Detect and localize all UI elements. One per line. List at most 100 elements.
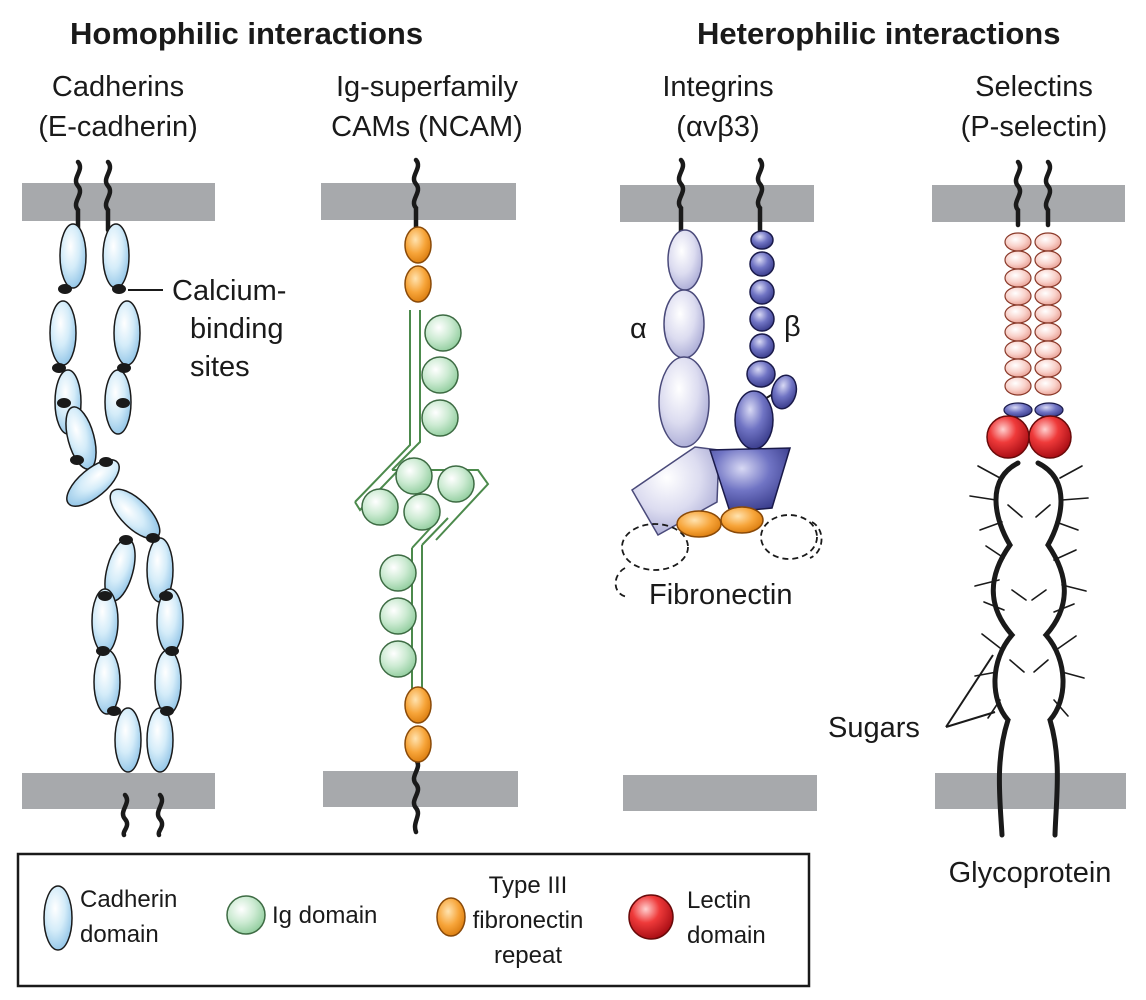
lectin-domain xyxy=(986,415,1030,459)
sugar-chain xyxy=(974,579,1000,587)
cadherin-tail xyxy=(73,159,83,233)
homophilic-header: Homophilic interactions xyxy=(70,16,423,51)
integrin-alpha-domain xyxy=(667,229,703,291)
sugar-chain xyxy=(1053,549,1077,561)
legend-lectin-icon xyxy=(628,894,674,940)
selectin-dimer xyxy=(945,159,1089,838)
calcium-binding-site xyxy=(160,706,174,716)
legend-fibronectin-icon xyxy=(436,897,466,937)
cadherins-subtitle: (E-cadherin) xyxy=(38,111,198,143)
sugar-chain xyxy=(977,465,1001,479)
selectin-egf-domain xyxy=(1034,402,1064,418)
selectin-repeat xyxy=(1034,358,1062,378)
calcium-label-line3: sites xyxy=(190,351,250,383)
cadherin-domain xyxy=(113,300,141,366)
ncam-tail xyxy=(411,757,421,835)
legend-lectin-line1: Lectin xyxy=(687,887,751,914)
calcium-binding-site xyxy=(57,398,71,408)
ncam-dimer xyxy=(354,157,490,835)
ncam-backbone xyxy=(392,469,490,541)
calcium-binding-site xyxy=(112,284,126,294)
integrin-alpha-domain xyxy=(663,289,705,359)
sugar-chain xyxy=(985,545,1005,559)
calcium-binding-site xyxy=(165,646,179,656)
selectin-repeat xyxy=(1004,322,1032,342)
legend-fibronectin-line3: repeat xyxy=(494,942,562,969)
selectin-repeat xyxy=(1034,340,1062,360)
integrin-beta-domain xyxy=(770,374,798,410)
ig-domain xyxy=(424,314,462,352)
sugar-chain xyxy=(987,699,1001,719)
calcium-binding-site xyxy=(98,591,112,601)
sugar-chain xyxy=(981,633,1001,649)
integrin-beta-headpiece xyxy=(708,447,792,513)
calcium-binding-site xyxy=(70,455,84,465)
selectin-repeat xyxy=(1004,232,1032,252)
selectins-subtitle: (P-selectin) xyxy=(961,111,1108,143)
sugar-branches xyxy=(969,465,1089,719)
integrin-beta-domain xyxy=(749,306,775,332)
integrin-dimer xyxy=(614,157,823,598)
selectin-repeat xyxy=(1034,232,1062,252)
selectin-repeat xyxy=(1034,250,1062,270)
ig-domain xyxy=(395,457,433,495)
ig-domain xyxy=(437,465,475,503)
cadherin-domain xyxy=(59,223,87,289)
sugars-label: Sugars xyxy=(828,712,920,744)
fibronectin-module xyxy=(614,567,629,598)
calcium-binding-site xyxy=(146,533,160,543)
sugar-chain xyxy=(1033,659,1049,673)
sugars-pointer xyxy=(945,711,996,728)
sugar-chain xyxy=(1053,603,1075,613)
ig-domain xyxy=(379,597,417,635)
ig-domain xyxy=(421,399,459,437)
sugar-chain xyxy=(1061,671,1085,679)
sugar-chain xyxy=(1009,659,1025,673)
membrane-bar xyxy=(623,775,817,811)
ig-domain xyxy=(421,356,459,394)
fibronectin-repeat xyxy=(404,725,432,763)
glycoprotein-strand xyxy=(1035,460,1067,838)
sugar-chain xyxy=(1061,497,1089,501)
sugar-chain xyxy=(1059,465,1083,479)
integrin-tail xyxy=(676,157,686,236)
selectin-tail xyxy=(1013,159,1023,228)
integrin-tail xyxy=(755,157,765,236)
ig-domain xyxy=(361,488,399,526)
fibronectin-repeat xyxy=(404,686,432,724)
membrane-bar xyxy=(620,185,814,222)
sugar-chain xyxy=(1035,504,1051,518)
cadherin-domain xyxy=(66,459,120,507)
ig-domain xyxy=(379,640,417,678)
sugar-chain xyxy=(1031,589,1047,601)
sugar-chain xyxy=(1055,521,1079,531)
fibronectin-module xyxy=(621,523,689,571)
integrins-title: Integrins xyxy=(662,71,773,103)
cadherin-dimer xyxy=(49,159,184,838)
integrin-beta-domain xyxy=(750,230,774,250)
cadherin-domain xyxy=(93,649,121,715)
ig-title: Ig-superfamily xyxy=(336,71,519,103)
alpha-label: α xyxy=(630,313,647,345)
selectin-repeat xyxy=(1034,376,1062,396)
calcium-binding-site xyxy=(99,457,113,467)
legend-ig-icon xyxy=(226,895,266,935)
selectin-egf-domain xyxy=(1003,402,1033,418)
cadherin-domain xyxy=(102,223,130,289)
membrane-bar xyxy=(932,185,1125,222)
integrin-beta-domain xyxy=(749,279,775,305)
fibronectin-label: Fibronectin xyxy=(649,579,792,611)
calcium-label-line2: binding xyxy=(190,313,284,345)
integrin-beta-domain xyxy=(749,251,775,277)
fibronectin-repeat xyxy=(404,226,432,264)
legend: Cadherin domain Ig domain Type III fibro… xyxy=(16,852,811,988)
legend-fibronectin-line2: fibronectin xyxy=(473,907,584,934)
selectin-repeat xyxy=(1004,358,1032,378)
calcium-binding-site xyxy=(58,284,72,294)
selectin-repeat xyxy=(1034,304,1062,324)
cadherin-domain xyxy=(154,649,182,715)
cadherin-tail xyxy=(155,792,165,838)
cadherin-tail xyxy=(103,159,113,233)
cadherin-domain xyxy=(146,707,174,773)
